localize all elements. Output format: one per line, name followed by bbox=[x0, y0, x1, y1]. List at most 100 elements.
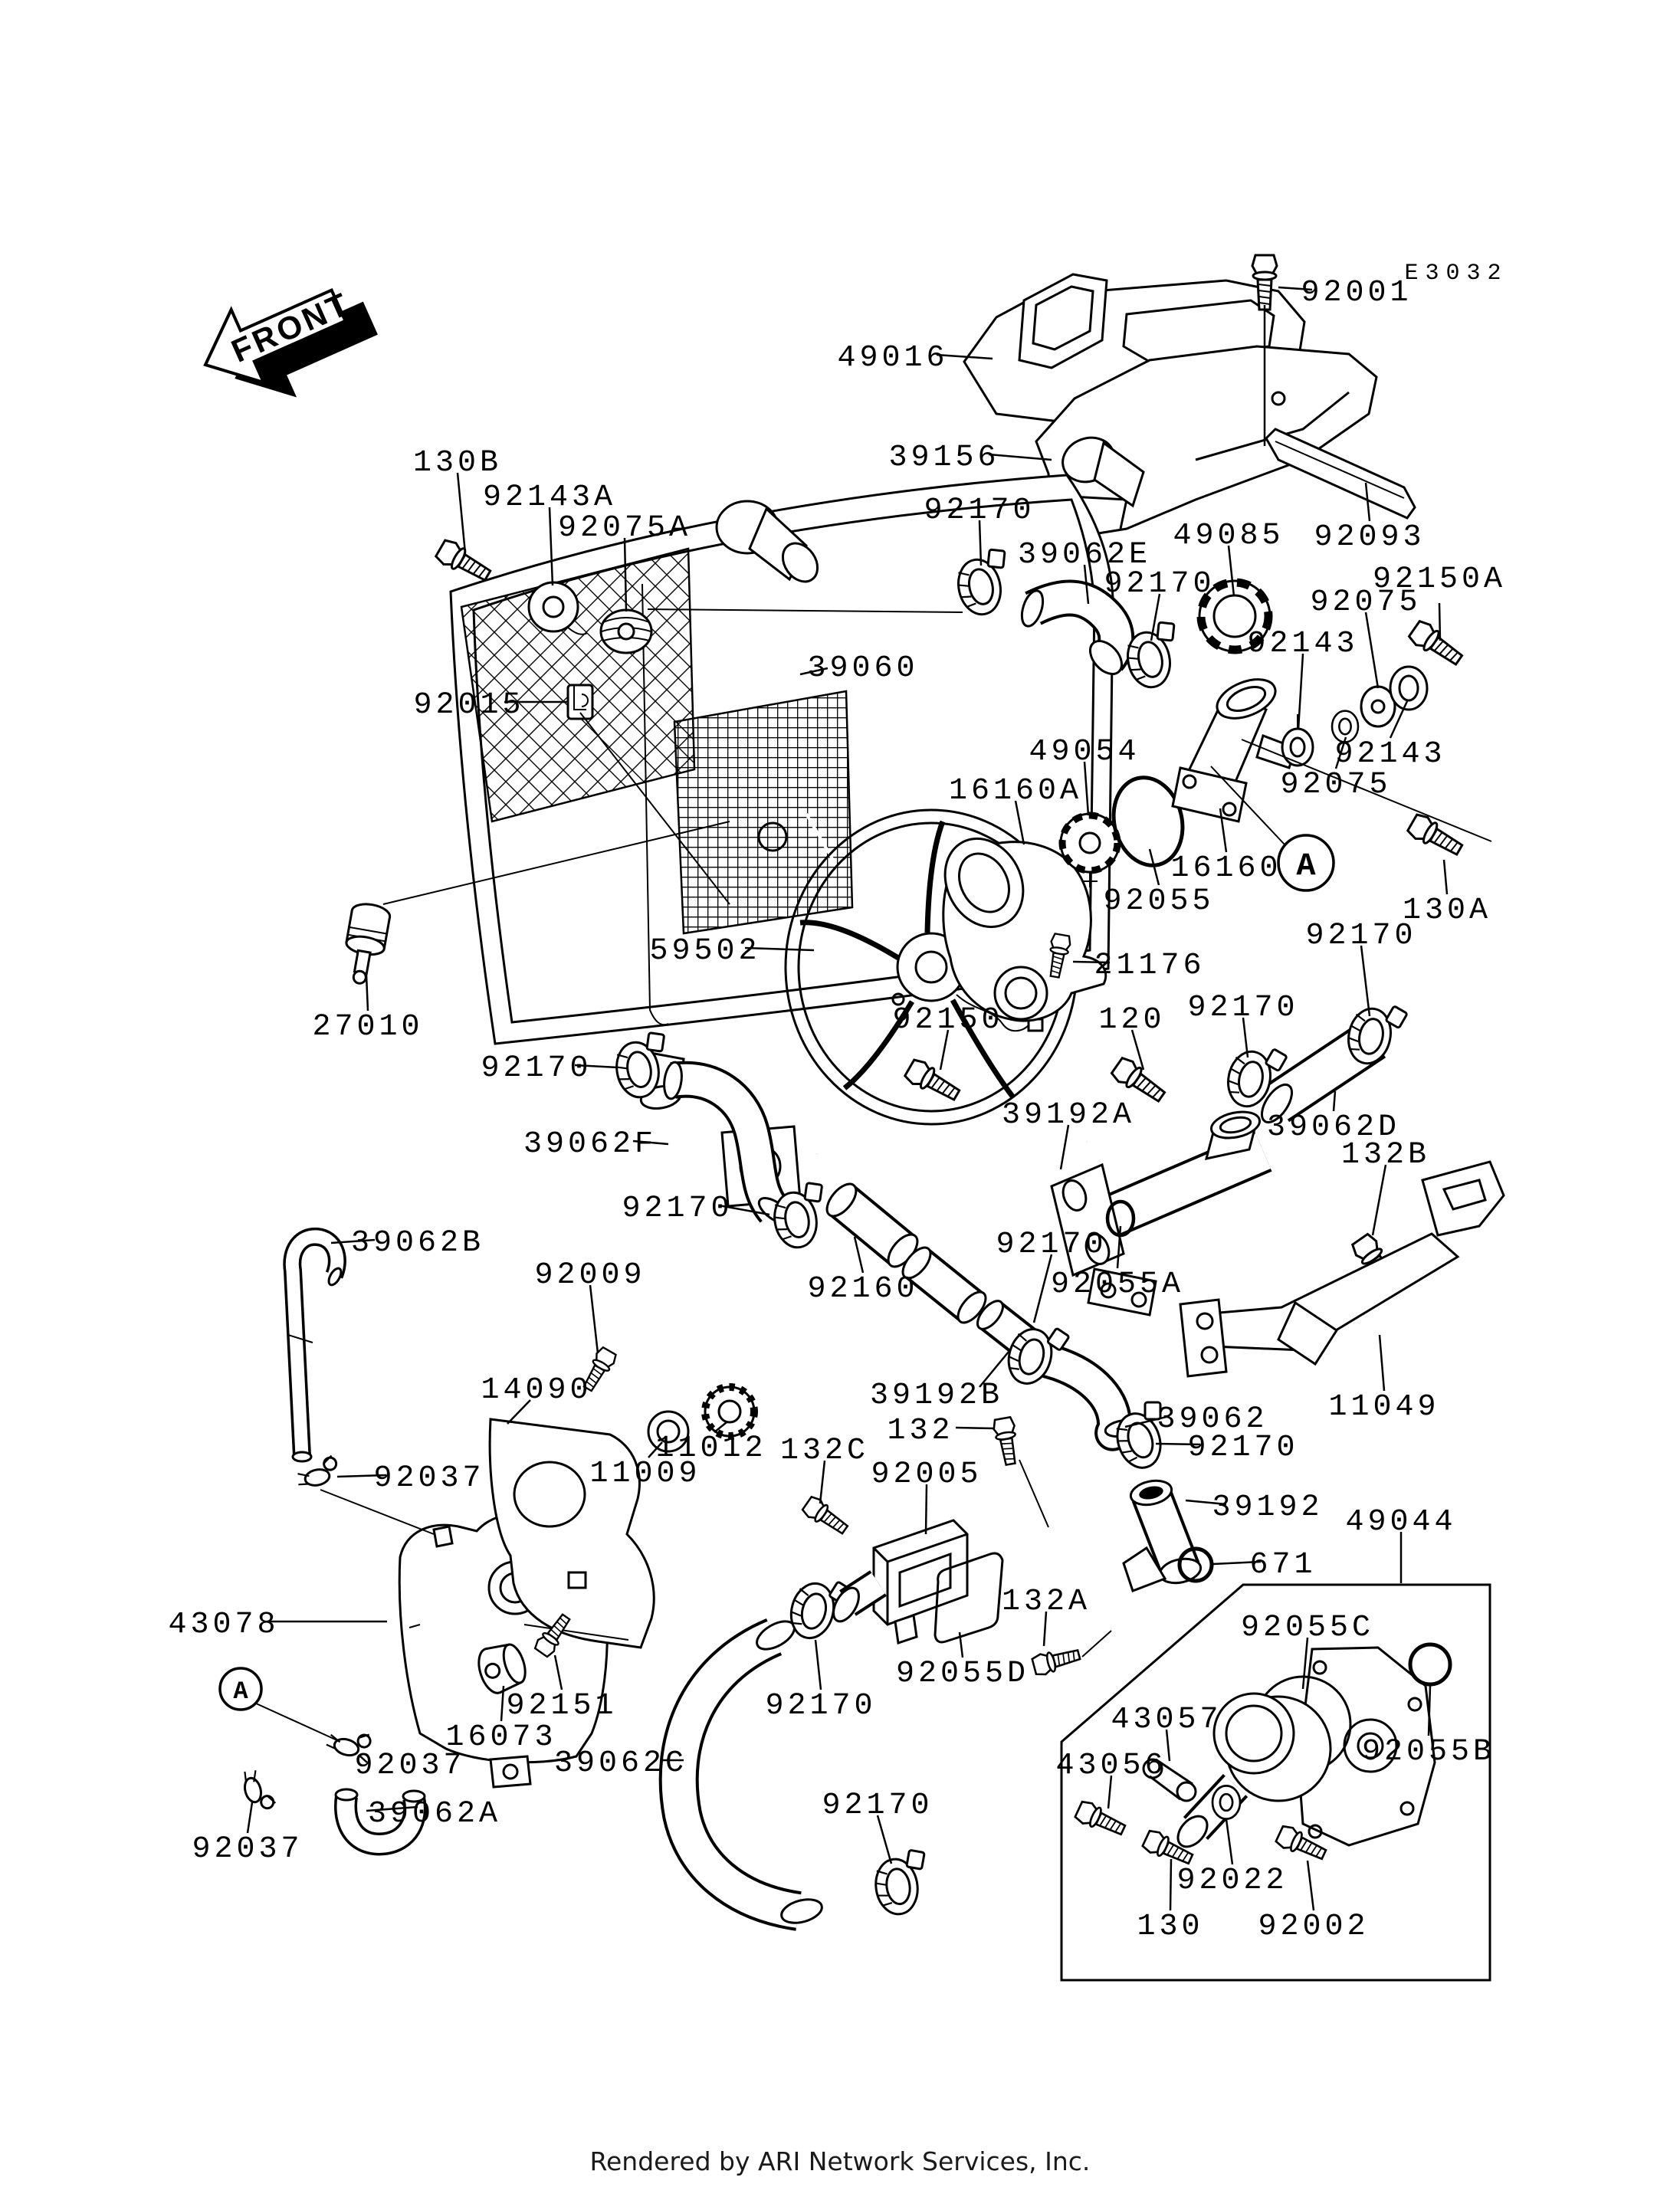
part-label-92170: 92170 bbox=[1104, 567, 1215, 602]
part-label-16160A: 16160A bbox=[949, 774, 1082, 808]
part-label-120: 120 bbox=[1098, 1003, 1165, 1038]
gasket-92055D-drawing bbox=[934, 1552, 1004, 1644]
part-label-92170: 92170 bbox=[622, 1192, 733, 1226]
hose-39062E-drawing bbox=[1020, 579, 1135, 675]
part-label-92170: 92170 bbox=[822, 1789, 933, 1823]
part-label-92015: 92015 bbox=[413, 688, 524, 723]
washer-92022-drawing bbox=[1211, 1785, 1242, 1820]
view-marker-letter: A bbox=[233, 1677, 248, 1706]
part-label-130B: 130B bbox=[413, 446, 502, 480]
part-label-132: 132 bbox=[887, 1414, 953, 1448]
part-label-16073: 16073 bbox=[445, 1720, 556, 1755]
part-label-92170: 92170 bbox=[924, 494, 1035, 528]
part-label-92037: 92037 bbox=[354, 1749, 465, 1783]
cap-11012-drawing bbox=[705, 1387, 754, 1436]
part-label-21176: 21176 bbox=[1094, 949, 1205, 983]
part-label-92170: 92170 bbox=[1187, 991, 1298, 1025]
clip-92015-drawing bbox=[566, 684, 594, 720]
construction-lines bbox=[254, 608, 1492, 1742]
stay-bracket-11049-drawing bbox=[1179, 1160, 1505, 1378]
link-43057-drawing bbox=[1142, 1758, 1197, 1802]
bolt-92150-drawing bbox=[902, 1056, 964, 1107]
part-label-92143: 92143 bbox=[1247, 627, 1358, 661]
part-label-14090: 14090 bbox=[481, 1373, 592, 1408]
part-label-11012: 11012 bbox=[655, 1431, 766, 1466]
part-label-59502: 59502 bbox=[649, 934, 760, 969]
oring-92055B-drawing bbox=[1408, 1642, 1452, 1687]
part-label-92022: 92022 bbox=[1176, 1864, 1288, 1898]
part-label-39192A: 39192A bbox=[1002, 1098, 1135, 1133]
oring-671-drawing bbox=[1177, 1546, 1214, 1583]
part-label-92170: 92170 bbox=[1187, 1431, 1298, 1465]
damper-16073-drawing bbox=[477, 1643, 527, 1694]
diagram-code: E3032 bbox=[1404, 261, 1508, 287]
part-label-39062F: 39062F bbox=[523, 1127, 657, 1162]
part-label-39192: 39192 bbox=[1212, 1490, 1323, 1525]
view-marker-A1: A bbox=[1277, 834, 1335, 892]
view-marker-A2: A bbox=[218, 1667, 263, 1711]
part-label-92055D: 92055D bbox=[896, 1657, 1029, 1691]
part-label-43057: 43057 bbox=[1111, 1703, 1222, 1737]
part-label-92151: 92151 bbox=[506, 1689, 617, 1723]
part-label-39062E: 39062E bbox=[1018, 538, 1151, 572]
part-label-92075: 92075 bbox=[1310, 585, 1421, 620]
part-label-39192B: 39192B bbox=[870, 1379, 1003, 1413]
part-label-92005: 92005 bbox=[871, 1458, 982, 1492]
part-label-92037: 92037 bbox=[373, 1461, 484, 1496]
part-label-49054: 49054 bbox=[1029, 735, 1140, 769]
trim-92093-drawing bbox=[1265, 428, 1416, 520]
part-label-39062B: 39062B bbox=[351, 1226, 484, 1261]
part-label-92143A: 92143A bbox=[483, 480, 616, 515]
part-label-11009: 11009 bbox=[589, 1457, 701, 1491]
part-label-92170: 92170 bbox=[1305, 919, 1416, 953]
filler-pipe-39192-drawing bbox=[1122, 1479, 1203, 1592]
part-label-92009: 92009 bbox=[534, 1258, 645, 1293]
bolt-132-drawing bbox=[991, 1415, 1022, 1467]
part-label-92150A: 92150A bbox=[1373, 562, 1506, 597]
fan-switch-27010-drawing bbox=[345, 903, 392, 985]
part-label-92001: 92001 bbox=[1301, 276, 1412, 310]
part-label-92055: 92055 bbox=[1103, 884, 1214, 919]
part-label-43078: 43078 bbox=[168, 1608, 279, 1642]
cover-14090-drawing bbox=[488, 1418, 655, 1649]
hose-39062A-drawing bbox=[334, 1788, 427, 1856]
hose-39062C-drawing bbox=[658, 1618, 823, 1931]
part-label-92170: 92170 bbox=[765, 1689, 876, 1723]
grommet-92143A-drawing bbox=[527, 581, 588, 635]
part-label-92002: 92002 bbox=[1258, 1910, 1369, 1944]
part-label-92093: 92093 bbox=[1314, 520, 1425, 555]
part-label-92055C: 92055C bbox=[1241, 1611, 1374, 1645]
part-label-132C: 132C bbox=[780, 1434, 869, 1468]
part-label-92170: 92170 bbox=[996, 1228, 1107, 1262]
view-marker-letter: A bbox=[1296, 848, 1316, 884]
part-label-49044: 49044 bbox=[1345, 1505, 1456, 1540]
part-label-92143: 92143 bbox=[1334, 737, 1445, 772]
part-label-92075A: 92075A bbox=[558, 511, 691, 546]
part-label-39062A: 39062A bbox=[368, 1797, 501, 1831]
part-label-92075: 92075 bbox=[1280, 768, 1391, 802]
water-pipe-39192A-drawing bbox=[1050, 1110, 1272, 1317]
part-label-132B: 132B bbox=[1341, 1138, 1430, 1172]
footer-credit: Rendered by ARI Network Services, Inc. bbox=[590, 2146, 1091, 2176]
bolt-43056-drawing bbox=[1072, 1798, 1129, 1841]
leader-lines bbox=[246, 286, 1449, 1911]
part-label-39156: 39156 bbox=[888, 441, 999, 475]
part-label-671: 671 bbox=[1249, 1548, 1316, 1582]
oring-92055-drawing bbox=[1111, 776, 1185, 867]
part-label-92170: 92170 bbox=[481, 1051, 592, 1086]
part-label-27010: 27010 bbox=[312, 1010, 423, 1044]
part-label-130A: 130A bbox=[1403, 894, 1491, 928]
grommet-11009-drawing bbox=[647, 1410, 690, 1453]
subassembly-box-49044 bbox=[1060, 1583, 1491, 1982]
part-label-49016: 49016 bbox=[837, 341, 948, 375]
bolt-132C-drawing bbox=[799, 1494, 852, 1540]
part-label-130: 130 bbox=[1137, 1910, 1203, 1944]
tubes-92160-drawing bbox=[825, 1182, 987, 1324]
part-label-92160: 92160 bbox=[807, 1272, 918, 1307]
grommet-92075A-drawing bbox=[599, 608, 653, 654]
outlet-fitting-16160-drawing bbox=[1171, 678, 1297, 823]
mount-hardware-row-drawing bbox=[1281, 665, 1429, 767]
part-label-39060: 39060 bbox=[807, 651, 918, 686]
part-label-49085: 49085 bbox=[1173, 519, 1284, 553]
bolt-132A-drawing bbox=[1030, 1643, 1083, 1678]
